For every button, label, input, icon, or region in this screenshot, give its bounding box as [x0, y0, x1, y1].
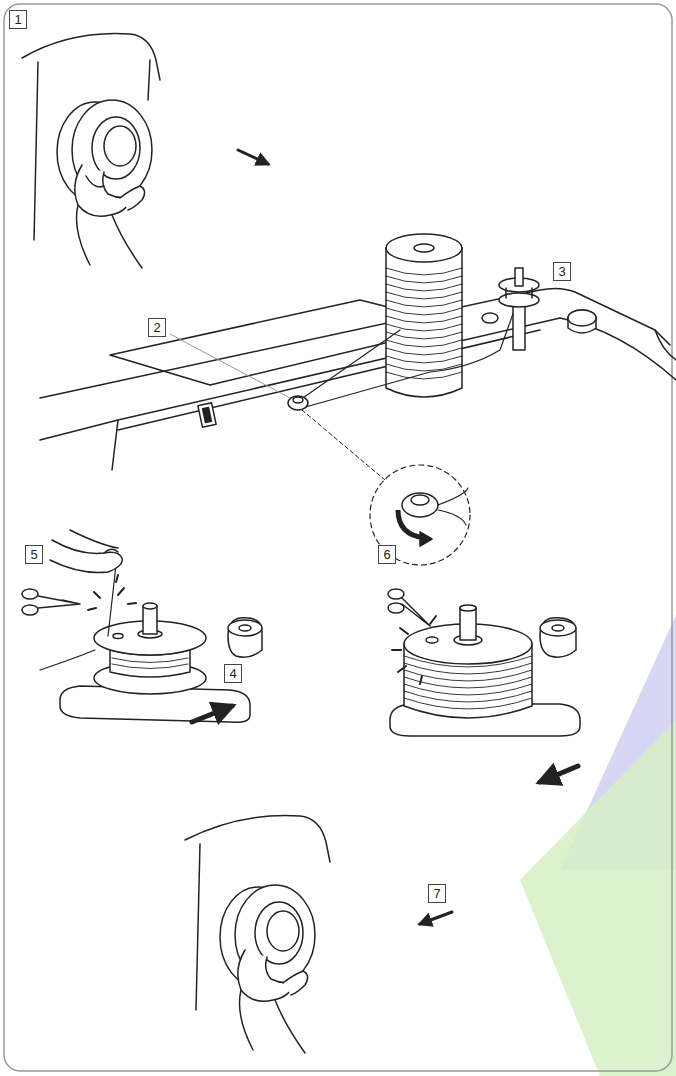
bobbin-start — [40, 565, 262, 722]
frame — [4, 4, 672, 1071]
scissors — [22, 589, 80, 615]
thread-guide-top — [293, 397, 303, 403]
magnifier-leader — [302, 410, 385, 480]
leader-line — [170, 334, 290, 398]
callout-text: 3 — [558, 264, 565, 279]
callout-number: 4 — [224, 664, 242, 683]
callout-text: 6 — [383, 547, 390, 562]
callout-text: 2 — [153, 320, 160, 335]
thread — [296, 300, 518, 408]
callout-text: 4 — [229, 666, 236, 681]
handwheel-pull-out — [22, 34, 160, 269]
watermark-shapes — [520, 615, 676, 1076]
push-back-arrow — [540, 766, 578, 782]
callout-text: 5 — [30, 547, 37, 562]
guide-detail — [398, 488, 468, 546]
scissors — [388, 589, 430, 626]
callout-number: 7 — [428, 884, 446, 903]
handwheel-push-in — [185, 816, 330, 1054]
callout-number: 6 — [378, 545, 396, 564]
push-arrow — [192, 706, 232, 722]
pull-arrow — [238, 150, 268, 164]
callout-number: 2 — [148, 318, 166, 337]
thread-guide — [288, 396, 308, 410]
callout-number: 3 — [553, 262, 571, 281]
burst-marks — [88, 575, 136, 610]
callout-text: 7 — [433, 886, 440, 901]
push-arrow — [420, 912, 452, 924]
callout-number: 5 — [25, 545, 43, 564]
bobbin-winder — [482, 268, 596, 350]
magnifier-circle — [370, 465, 470, 565]
bobbin-full — [390, 605, 580, 736]
machine-top — [40, 288, 676, 470]
callout-text: 1 — [14, 12, 21, 27]
callout-number: 1 — [9, 10, 27, 29]
thread-spool — [386, 234, 462, 397]
hand-holding-thread — [50, 530, 122, 573]
